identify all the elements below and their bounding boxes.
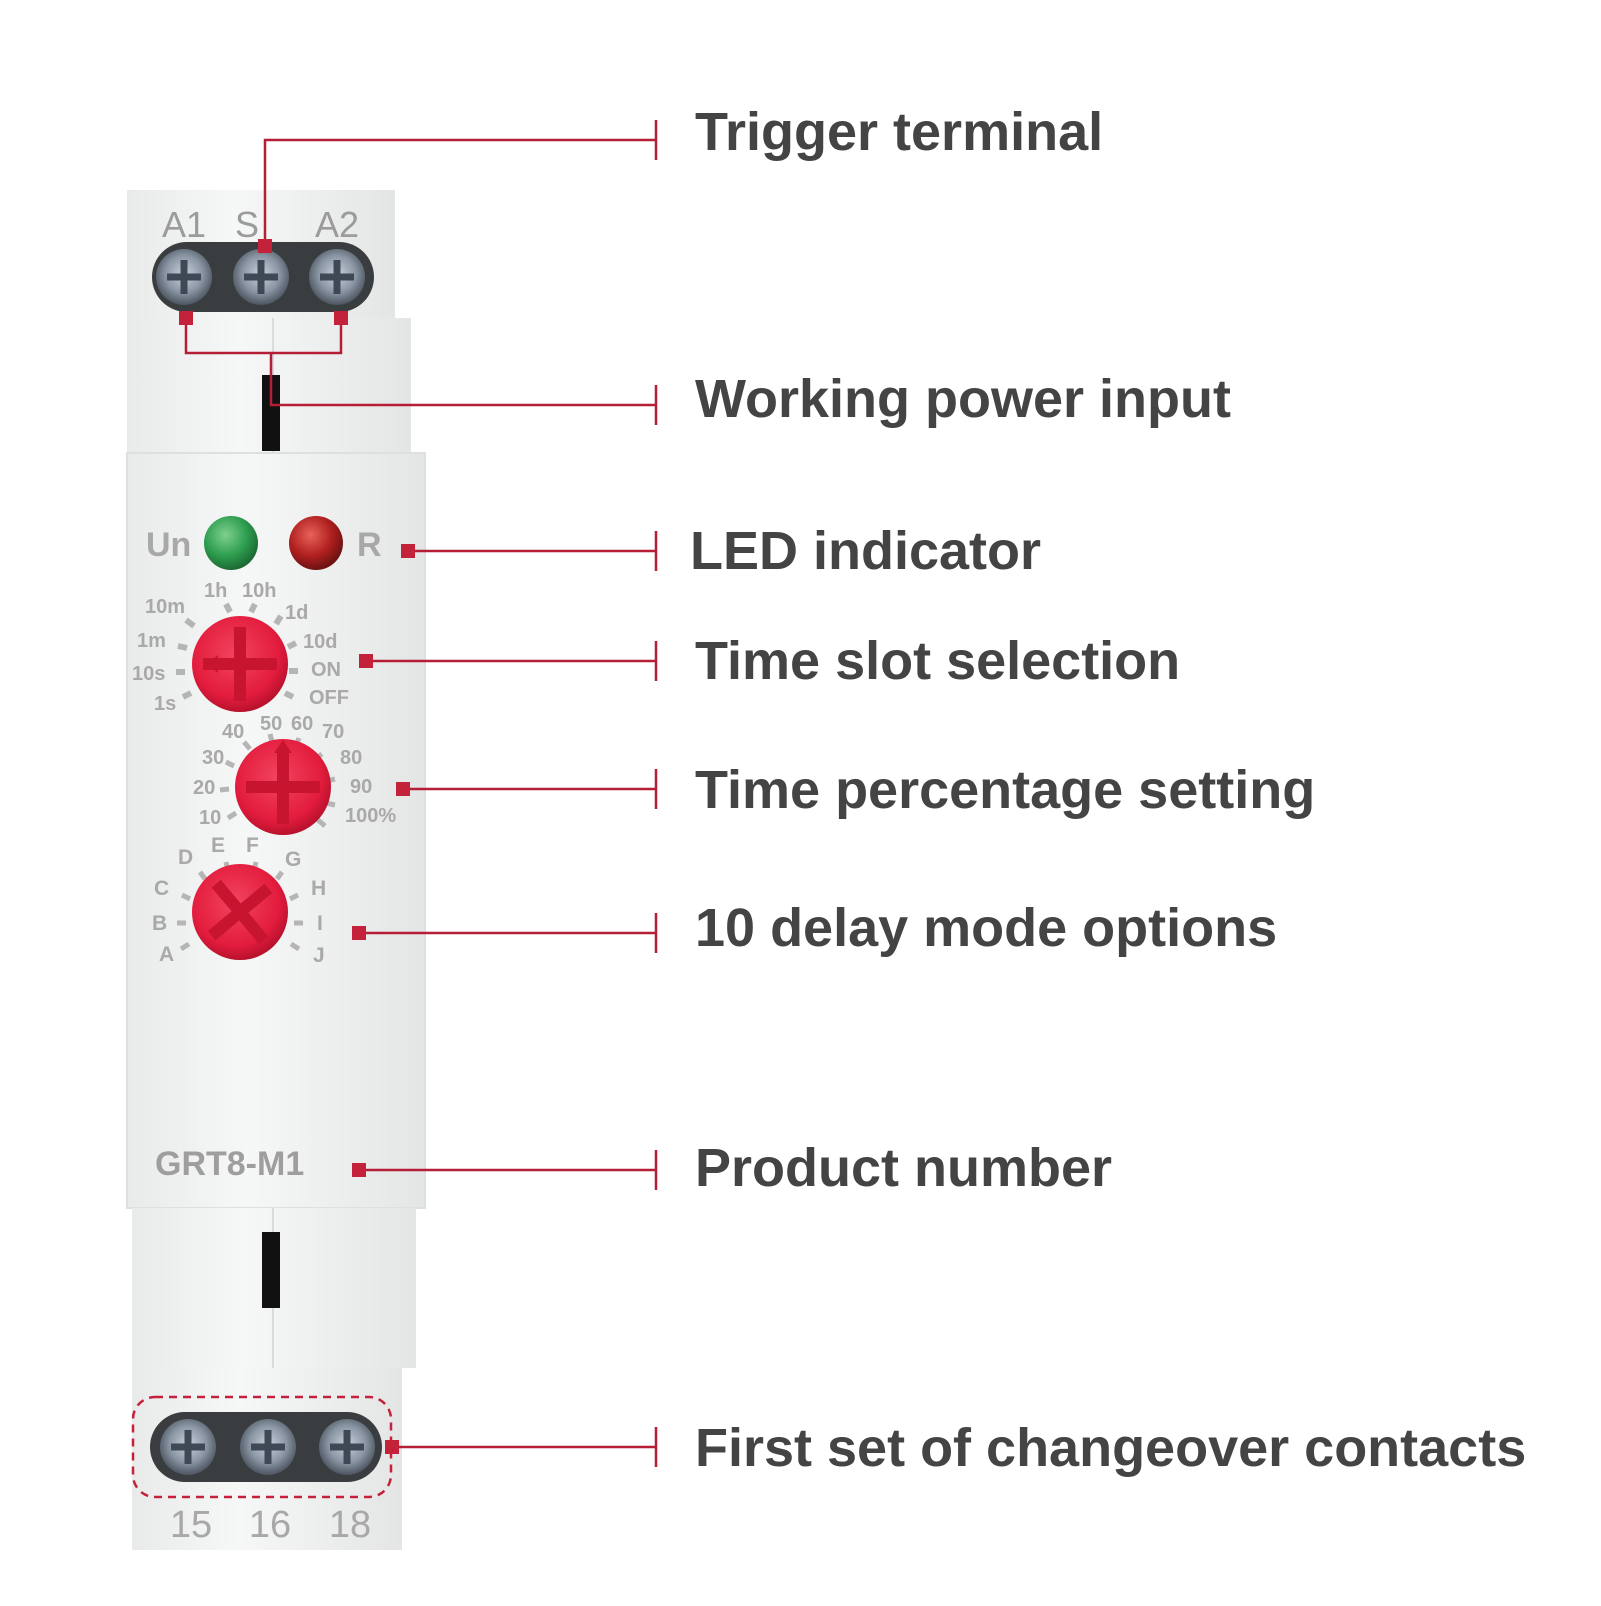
mode-d: D <box>178 846 193 869</box>
range-10h: 10h <box>242 580 276 602</box>
led-label-r: R <box>357 526 382 564</box>
range-1s: 1s <box>154 693 176 715</box>
percent-60: 60 <box>291 713 313 735</box>
terminal-label-a2: A2 <box>315 204 359 245</box>
callout-led-indicator: LED indicator <box>690 521 1042 581</box>
screw-s-icon <box>233 249 289 305</box>
percent-30: 30 <box>202 747 224 769</box>
screw-18-icon <box>319 1419 375 1475</box>
relay-housing <box>126 190 426 1550</box>
mode-f: F <box>246 834 259 857</box>
led-row: Un R <box>146 516 382 570</box>
percent-20: 20 <box>193 777 215 799</box>
range-1m: 1m <box>137 630 166 652</box>
percent-40: 40 <box>222 721 244 743</box>
callout-changeover-contacts: First set of changeover contacts <box>695 1418 1527 1478</box>
leader-power <box>269 353 656 407</box>
led-label-un: Un <box>146 526 191 564</box>
range-ticks <box>176 602 298 700</box>
range-1d: 1d <box>285 602 308 624</box>
percent-70: 70 <box>322 721 344 743</box>
screw-15-icon <box>160 1419 216 1475</box>
mode-b: B <box>152 912 167 935</box>
callout-product-number: Product number <box>695 1138 1113 1198</box>
bottom-slot <box>262 1232 280 1308</box>
mode-dial: A B C D E F G H I J <box>152 834 326 967</box>
terminal-label-16: 16 <box>249 1504 291 1546</box>
terminal-label-18: 18 <box>329 1504 371 1546</box>
callout-time-percentage-setting: Time percentage setting <box>695 760 1316 820</box>
range-1h: 1h <box>204 580 227 602</box>
percent-dial: 10 20 30 40 50 60 70 80 90 100% <box>193 713 396 835</box>
callout-time-slot-selection: Time slot selection <box>695 631 1181 691</box>
leader-endpoints <box>179 239 415 1454</box>
percent-80: 80 <box>340 747 362 769</box>
range-off: OFF <box>309 687 349 709</box>
screw-a2-icon <box>309 249 365 305</box>
terminal-label-15: 15 <box>170 1504 212 1546</box>
mode-knob-cross-icon <box>207 879 273 945</box>
mode-a: A <box>159 943 174 966</box>
callout-trigger-terminal: Trigger terminal <box>695 102 1104 162</box>
range-10m: 10m <box>145 596 185 618</box>
screw-a1-icon <box>156 249 212 305</box>
percent-10: 10 <box>199 807 221 829</box>
range-knob-cross-icon <box>203 627 277 701</box>
relay-led-icon <box>289 516 343 570</box>
top-slot <box>262 375 280 451</box>
screw-16-icon <box>240 1419 296 1475</box>
terminal-label-a1: A1 <box>162 204 206 245</box>
callout-delay-mode-options: 10 delay mode options <box>695 898 1278 958</box>
top-terminals: A1 S A2 <box>152 204 374 312</box>
power-led-icon <box>204 516 258 570</box>
percent-50: 50 <box>260 713 282 735</box>
leader-lines <box>184 120 658 1467</box>
range-dial: 10m 1m 10s 1s 1h 10h 1d 10d ON OFF <box>132 580 349 715</box>
mode-h: H <box>311 877 326 900</box>
callout-working-power-input: Working power input <box>695 369 1231 429</box>
mode-i: I <box>317 912 323 935</box>
mode-e: E <box>211 834 225 857</box>
mode-g: G <box>285 848 301 871</box>
terminal-label-s: S <box>235 204 259 245</box>
percent-90: 90 <box>350 776 372 798</box>
percent-100: 100% <box>345 805 396 827</box>
range-10d: 10d <box>303 631 337 653</box>
product-number-label: GRT8-M1 <box>155 1145 304 1183</box>
leader-power-bracket <box>184 318 343 355</box>
mode-j: J <box>313 944 325 967</box>
range-on: ON <box>311 659 341 681</box>
leader-trigger <box>263 138 656 247</box>
bottom-terminals: 15 16 18 <box>131 1395 393 1546</box>
percent-knob-cross-icon <box>246 750 320 824</box>
mode-c: C <box>154 877 169 900</box>
range-10s: 10s <box>132 663 165 685</box>
